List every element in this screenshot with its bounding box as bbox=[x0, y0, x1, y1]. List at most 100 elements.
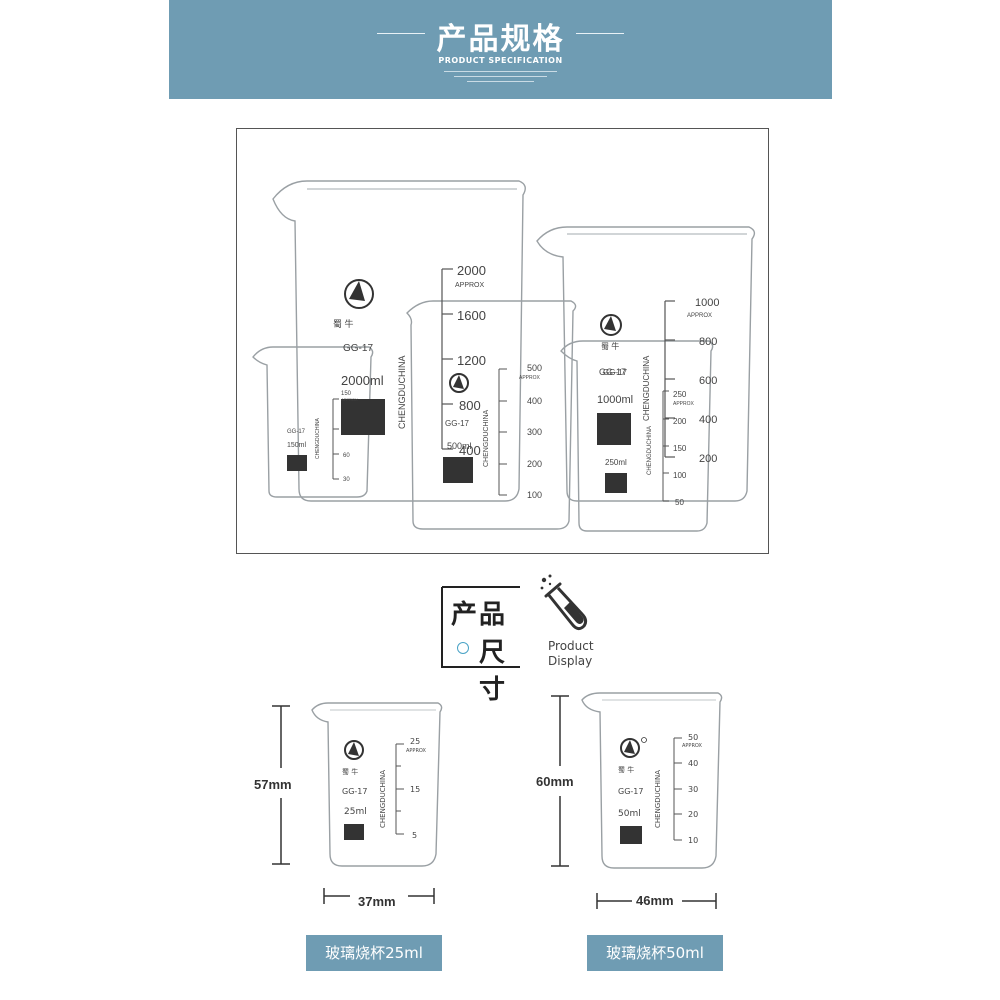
beaker-25-brand: CHENGDUCHINA bbox=[379, 770, 387, 828]
beaker-1000-logo-icon bbox=[600, 314, 622, 336]
beaker-500-capacity: 500ml bbox=[447, 441, 472, 451]
beaker-2000-brand: CHENGDUCHINA bbox=[397, 355, 407, 429]
beaker-2000-glass: GG-17 bbox=[343, 343, 373, 354]
beaker-1000-glass: GG-17 bbox=[599, 367, 626, 377]
beaker-250-mark-250: 250 bbox=[673, 390, 687, 399]
beaker-2000-label-patch bbox=[341, 399, 385, 435]
beaker-500-approx: APPROX bbox=[519, 375, 541, 381]
beaker-1000-mark-200: 200 bbox=[699, 453, 717, 465]
section-subtitle-line2: Display bbox=[548, 654, 593, 668]
page-title: 产品规格 bbox=[436, 22, 565, 57]
beaker-25-mark-5: 5 bbox=[412, 831, 417, 840]
beaker-50-mark-30: 30 bbox=[688, 785, 698, 794]
section-title-line2: 尺寸 bbox=[479, 638, 508, 705]
beaker-500-mark-500: 500 bbox=[527, 363, 542, 373]
page-subtitle: PRODUCT SPECIFICATION bbox=[438, 56, 563, 65]
beaker-150-brand: CHENGDUCHINA bbox=[315, 418, 321, 460]
beaker-2000-logo-icon bbox=[344, 279, 374, 309]
beaker-1000-capacity: 1000ml bbox=[597, 394, 633, 406]
beaker-1000-mark-800: 800 bbox=[699, 336, 717, 348]
beaker-150-approx: APPROX bbox=[341, 397, 358, 402]
beaker-50-brand: CHENGDUCHINA bbox=[654, 770, 662, 828]
beaker-group-illustration: 2000 APPROX 1600 1200 800 400 CHENGDUCHI… bbox=[252, 180, 756, 532]
beaker-2000-mark-2000: 2000 bbox=[457, 263, 486, 278]
product-photo: 2000 APPROX 1600 1200 800 400 CHENGDUCHI… bbox=[236, 128, 769, 554]
beaker-50ml-illustration: 50 APPROX 40 30 20 10 CHENGDUCHINA 蜀 牛 G… bbox=[581, 692, 723, 869]
beaker-1000-brand-zh: 蜀 牛 bbox=[601, 341, 619, 351]
beaker-25ml-illustration: 25 APPROX 15 5 CHENGDUCHINA 蜀 牛 GG-17 25… bbox=[311, 702, 443, 867]
beaker-25-label-patch bbox=[344, 824, 364, 840]
section-title-line1: 产品 bbox=[451, 600, 508, 630]
beaker-500-mark-100: 100 bbox=[527, 490, 542, 500]
beaker-1000-label-patch bbox=[597, 413, 631, 445]
beaker-50-mark-10: 10 bbox=[688, 836, 698, 845]
beaker-2000-mark-1200: 1200 bbox=[457, 353, 486, 368]
beaker-1000-mark-1000: 1000 bbox=[695, 297, 719, 309]
beaker-150-capacity: 150ml bbox=[287, 442, 307, 449]
beaker-25-capacity: 25ml bbox=[344, 807, 367, 817]
beaker-150-mark-60: 60 bbox=[343, 453, 350, 459]
beaker-250-label-patch bbox=[605, 473, 627, 493]
beaker-2000-mark-400: 400 bbox=[459, 443, 481, 458]
beaker-50-glass: GG-17 bbox=[618, 787, 643, 796]
caption-25ml: 玻璃烧杯25ml bbox=[306, 935, 442, 971]
section-label: 产品 尺寸 bbox=[441, 586, 521, 705]
beaker-50-brand-zh: 蜀 牛 bbox=[618, 765, 634, 774]
beaker-50-approx: APPROX bbox=[682, 743, 703, 749]
beaker-25-glass: GG-17 bbox=[342, 787, 367, 796]
beaker-2000-mark-1600: 1600 bbox=[457, 308, 486, 323]
beaker-50-mark-20: 20 bbox=[688, 810, 698, 819]
beaker-50-label-patch bbox=[620, 826, 642, 844]
beaker-250-capacity: 250ml bbox=[605, 458, 627, 467]
beaker-500-mark-300: 300 bbox=[527, 427, 542, 437]
beaker-150-mark-30: 30 bbox=[343, 477, 350, 483]
beaker-25-mark-15: 15 bbox=[410, 785, 420, 794]
banner-divider-right bbox=[576, 33, 624, 34]
beaker-1000-approx: APPROX bbox=[687, 313, 712, 319]
beaker-500-logo-icon bbox=[449, 373, 469, 393]
section-dot-icon bbox=[457, 642, 469, 654]
test-tube-icon bbox=[540, 574, 588, 631]
beaker-150-label-patch bbox=[287, 455, 307, 471]
beaker-50-mark-40: 40 bbox=[688, 759, 698, 768]
beaker-250-mark-100: 100 bbox=[673, 471, 687, 480]
beaker-500-mark-400: 400 bbox=[527, 396, 542, 406]
width-label-25ml: 37mm bbox=[358, 894, 396, 909]
beaker-1000-mark-400: 400 bbox=[699, 414, 717, 426]
beaker-150-mark-150: 150 bbox=[341, 391, 352, 397]
section-subtitle: Product Display bbox=[548, 639, 594, 669]
width-dimension-50ml bbox=[596, 893, 717, 909]
caption-50ml: 玻璃烧杯50ml bbox=[587, 935, 723, 971]
banner-fine-rule-2 bbox=[454, 76, 547, 77]
beaker-25-approx: APPROX bbox=[406, 748, 427, 754]
beaker-1000-brand: CHENGDUCHINA bbox=[642, 355, 651, 421]
banner-divider-left bbox=[377, 33, 425, 34]
beaker-2000-capacity: 2000ml bbox=[341, 373, 384, 388]
section-subtitle-line1: Product bbox=[548, 639, 594, 653]
beaker-250-brand: CHENGDUCHINA bbox=[647, 426, 653, 475]
beaker-500-glass: GG-17 bbox=[445, 419, 470, 428]
banner-fine-rule-3 bbox=[467, 81, 534, 82]
beaker-250-mark-50: 50 bbox=[675, 498, 684, 507]
beaker-25-mark-25: 25 bbox=[410, 737, 420, 746]
height-dimension-25ml bbox=[272, 705, 290, 865]
beaker-250-mark-200: 200 bbox=[673, 417, 687, 426]
beaker-1000-mark-600: 600 bbox=[699, 375, 717, 387]
beaker-2000-mark-800: 800 bbox=[459, 398, 481, 413]
beaker-50-mark-50: 50 bbox=[688, 733, 698, 742]
beaker-500-label-patch bbox=[443, 457, 473, 483]
beaker-2000-approx: APPROX bbox=[455, 282, 485, 289]
height-dimension-50ml bbox=[551, 695, 569, 867]
beaker-50-logo-icon bbox=[620, 737, 647, 758]
beaker-25-brand-zh: 蜀 牛 bbox=[342, 767, 358, 776]
height-label-25ml: 57mm bbox=[254, 777, 292, 792]
beaker-500-mark-200: 200 bbox=[527, 459, 542, 469]
width-label-50ml: 46mm bbox=[636, 893, 674, 908]
height-label-50ml: 60mm bbox=[536, 774, 574, 789]
beaker-50-capacity: 50ml bbox=[618, 809, 641, 819]
beaker-500-brand: CHENGDUCHINA bbox=[483, 410, 490, 468]
beaker-2000-brand-zh: 蜀 牛 bbox=[333, 318, 354, 329]
banner-fine-rule bbox=[444, 71, 557, 72]
beaker-250-glass: GG-17 bbox=[603, 368, 628, 377]
beaker-250-mark-150: 150 bbox=[673, 444, 687, 453]
